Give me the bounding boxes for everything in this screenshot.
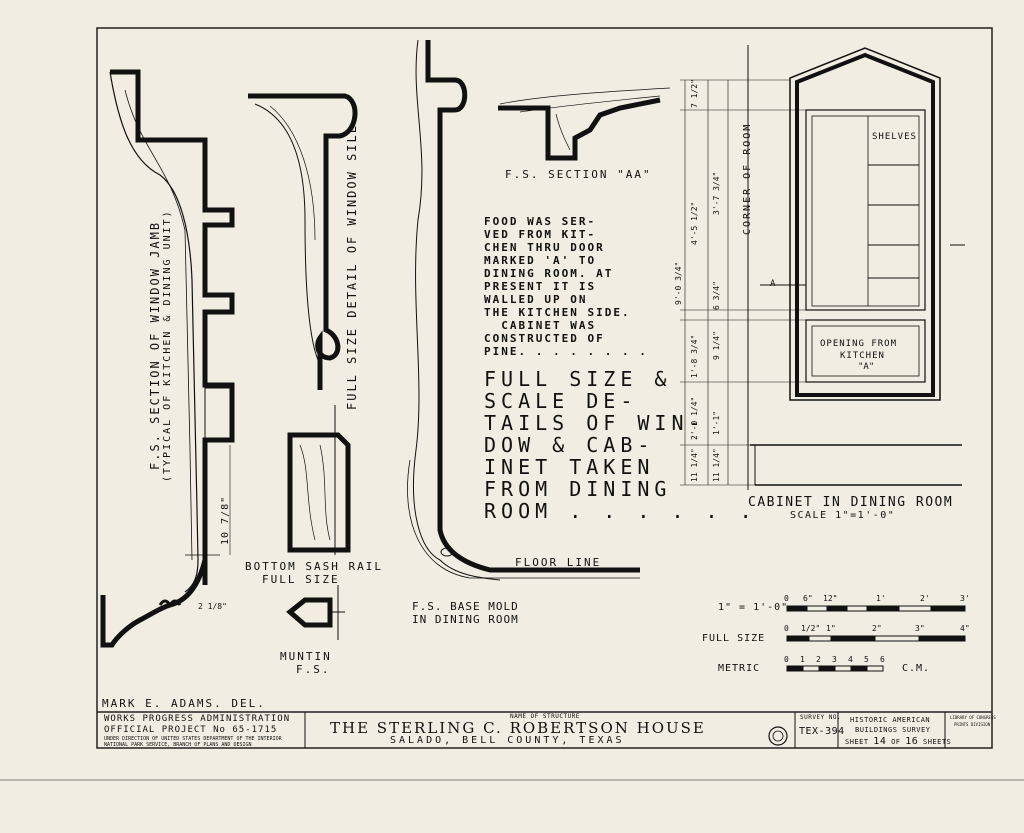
opening-marker: "A" xyxy=(858,362,875,372)
wpa-line-1: WORKS PROGRESS ADMINISTRATION xyxy=(104,714,291,724)
structure-name-label: NAME OF STRUCTURE xyxy=(510,713,580,720)
delineator: MARK E. ADAMS. DEL. xyxy=(102,697,266,710)
scale-1-tick-0: 0 xyxy=(784,594,789,603)
library-line-1: LIBRARY OF CONGRESS xyxy=(950,715,996,720)
scale-row-2-label: FULL SIZE xyxy=(702,633,766,644)
scale-2-tick-5: 4" xyxy=(960,624,970,633)
window-sill-detail xyxy=(248,93,358,390)
window-jamb-title: F.S. SECTION OF WINDOW JAMB xyxy=(148,220,162,470)
structure-name: THE STERLING C. ROBERTSON HOUSE xyxy=(330,719,706,737)
muntin-section xyxy=(286,585,345,640)
window-jamb-subtitle: (TYPICAL OF KITCHEN & DINING UNIT) xyxy=(162,209,173,482)
cabinet-scale: SCALE 1"=1'-0" xyxy=(790,510,896,521)
corner-of-room-label: CORNER OF ROOM xyxy=(742,122,753,235)
title-block-lines xyxy=(304,712,946,748)
survey-number: TEX-394 xyxy=(799,726,845,737)
scale-3-tick-4: 4 xyxy=(848,655,853,664)
scale-3-tick-0: 0 xyxy=(784,655,789,664)
scale-2-tick-3: 2" xyxy=(872,624,882,633)
dim-left-3: 9'-0 3/4" xyxy=(674,261,683,305)
wpa-line-3: UNDER DIRECTION OF UNITED STATES DEPARTM… xyxy=(104,736,282,742)
bottom-sash-rail xyxy=(287,405,351,555)
dim-left-2: 4'-5 1/2" xyxy=(690,201,699,245)
dim-left-1: 7 1/2" xyxy=(690,79,699,108)
bottom-sash-label-2: FULL SIZE xyxy=(262,573,340,586)
wpa-line-4: NATIONAL PARK SERVICE, BRANCH OF PLANS A… xyxy=(104,742,252,748)
base-mold-label-1: F.S. BASE MOLD xyxy=(412,600,519,613)
scale-3-tick-6: 6 xyxy=(880,655,885,664)
dim-right-4: 1'-1" xyxy=(712,410,721,435)
scale-1-tick-4: 2' xyxy=(920,594,930,603)
scale-2-tick-2: 1" xyxy=(826,624,836,633)
opening-label-1: OPENING FROM xyxy=(820,339,898,349)
structure-location: SALADO, BELL COUNTY, TEXAS xyxy=(390,735,625,746)
habs-line-2: BUILDINGS SURVEY xyxy=(855,726,931,734)
dim-left-5: 2'-0 1/4" xyxy=(690,396,699,440)
scale-2-tick-4: 3" xyxy=(915,624,925,633)
habs-line-1: HISTORIC AMERICAN xyxy=(850,716,931,724)
dim-right-1: 3'-7 3/4" xyxy=(712,171,721,215)
bottom-sash-label-1: BOTTOM SASH RAIL xyxy=(245,560,383,573)
window-jamb-dimension: 10 7/8" xyxy=(220,495,231,545)
scale-1-tick-3: 1' xyxy=(876,594,886,603)
muntin-label-2: F.S. xyxy=(296,663,331,676)
scale-3-tick-3: 3 xyxy=(832,655,837,664)
scale-2-tick-1: 1/2" xyxy=(801,624,821,633)
scale-3-tick-2: 2 xyxy=(816,655,821,664)
sheet-count: SHEET 14 OF 16 SHEETS xyxy=(845,736,952,747)
cabinet-elevation xyxy=(680,45,965,490)
muntin-label-1: MUNTIN xyxy=(280,650,332,663)
section-cut-marker: A xyxy=(770,279,778,289)
window-sill-title: FULL SIZE DETAIL OF WINDOW SILL xyxy=(345,124,359,410)
sheet-border xyxy=(96,27,993,749)
dim-left-4: 1'-8 3/4" xyxy=(690,334,699,378)
scale-1-tick-1: 6" xyxy=(803,594,813,603)
dim-right-3: 9 1/4" xyxy=(712,331,721,360)
scale-row-3-label: METRIC xyxy=(718,663,761,674)
section-aa-detail xyxy=(498,87,671,161)
cabinet-title: CABINET IN DINING ROOM xyxy=(748,495,954,510)
shelves-label: SHELVES xyxy=(872,132,917,142)
food-service-note: FOOD WAS SER- VED FROM KIT- CHEN THRU DO… xyxy=(484,215,648,358)
base-mold-label-2: IN DINING ROOM xyxy=(412,613,519,626)
wpa-line-2: OFFICIAL PROJECT No 65-1715 xyxy=(104,725,278,735)
dim-right-5: 11 1/4" xyxy=(712,448,721,482)
scale-3-tick-1: 1 xyxy=(800,655,805,664)
window-jamb-bottom-dim: 2 1/8" xyxy=(198,602,227,611)
section-aa-title: F.S. SECTION "AA" xyxy=(505,168,652,181)
base-mold-section xyxy=(407,39,640,581)
scale-row-3-unit: C.M. xyxy=(902,663,931,674)
survey-no-label: SURVEY NO. xyxy=(800,714,842,721)
scale-2-tick-0: 0 xyxy=(784,624,789,633)
dim-left-6: 11 1/4" xyxy=(690,448,699,482)
scale-bars xyxy=(786,605,966,672)
dim-right-2: 6 3/4" xyxy=(712,281,721,310)
scale-1-tick-2: 12" xyxy=(823,594,838,603)
window-jamb-section xyxy=(100,69,235,648)
scale-row-1-label: 1" = 1'-0" xyxy=(718,602,789,613)
drawing-main-title: FULL SIZE & SCALE DE- TAILS OF WIN- DOW … xyxy=(484,367,757,523)
floor-line-label: FLOOR LINE xyxy=(515,556,602,569)
library-line-2: PRINTS DIVISION xyxy=(954,722,991,727)
scale-1-tick-5: 3' xyxy=(960,594,970,603)
scale-3-tick-5: 5 xyxy=(864,655,869,664)
opening-label-2: KITCHEN xyxy=(840,351,885,361)
